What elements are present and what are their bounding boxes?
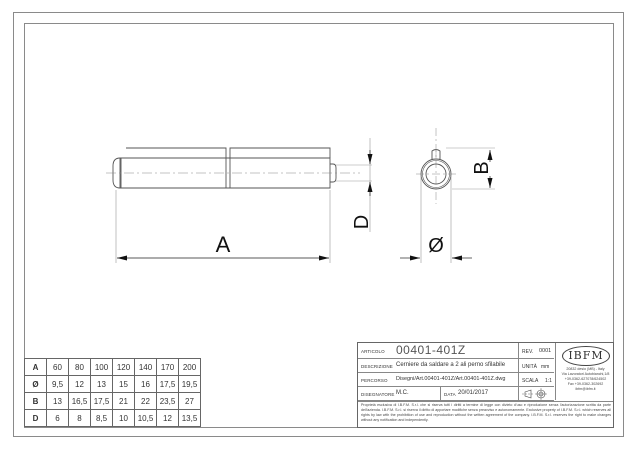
address-line: ibfm@ibfm.it [575,387,596,391]
cell: 13 [90,375,113,393]
dim-label-diameter: Ø [428,235,444,257]
cell: 12 [68,375,91,393]
address-line: Fax +39-0362-302692 [567,382,604,386]
unita-cell: UNITÀ mm [519,359,554,373]
cell: 16,5 [68,392,91,410]
outer-border [13,12,624,437]
unita-label: UNITÀ [522,364,537,370]
cell: 170 [156,358,179,376]
dimension-table: A 60 80 100 120 140 170 200 Ø 9,5 12 13 … [24,358,201,427]
cell: 140 [134,358,157,376]
cell: 100 [90,358,113,376]
cell: 60 [46,358,69,376]
descrizione-row: DESCRIZIONE Cerniere da saldare a 2 ali … [358,359,519,373]
cell: 16 [134,375,157,393]
disegnatore-value: M.C. [396,390,409,396]
descrizione-value: Cerniere da saldare a 2 ali perno sfilab… [396,362,506,368]
cell: 27 [178,392,201,410]
dim-label-b: B [471,161,493,174]
cell: 23,5 [156,392,179,410]
first-angle-projection-icon [522,388,547,400]
articolo-row: ARTICOLO 00401-401Z [358,343,519,359]
row-label: Ø [24,375,47,393]
cell: 17,5 [156,375,179,393]
divider [440,387,441,401]
cell: 8,5 [90,409,113,427]
front-view [106,147,372,189]
company-logo-block: IBFM 20832 desio (MB) - Italy Via Lavora… [555,343,614,400]
scala-cell: SCALA 1:1 [519,373,554,387]
cell: 13 [46,392,69,410]
table-row-a: A 60 80 100 120 140 170 200 [24,358,201,376]
rev-label: REV. [522,349,534,355]
company-logo: IBFM [562,346,610,366]
dimension-a [115,190,331,263]
cell: 13,5 [178,409,201,427]
projection-cell [519,387,554,401]
dim-label-a: A [216,232,231,257]
cell: 10,5 [134,409,157,427]
scala-value: 1:1 [545,378,552,384]
percorso-value: Disegni/Art.00401-401Z/Art.00401-401Z.dw… [396,376,506,382]
cell: 12 [156,409,179,427]
table-row-diameter: Ø 9,5 12 13 15 16 17,5 19,5 [24,375,201,393]
percorso-label: PERCORSO [361,378,388,383]
cell: 17,5 [90,392,113,410]
scala-label: SCALA [522,378,539,384]
row-label: B [24,392,47,410]
cell: 21 [112,392,135,410]
disegnatore-label: DISEGNATORE [361,392,395,397]
cell: 9,5 [46,375,69,393]
cell: 10 [112,409,135,427]
company-address: 20832 desio (MB) - Italy Via Lavoratori … [558,367,613,392]
cell: 80 [68,358,91,376]
address-line: 20832 desio (MB) - Italy [566,367,605,371]
dimension-diameter [400,176,472,263]
cell: 15 [112,375,135,393]
unita-value: mm [541,364,550,370]
title-block: ARTICOLO 00401-401Z DESCRIZIONE Cerniere… [357,342,614,428]
articolo-label: ARTICOLO [361,349,385,354]
data-label: DATA [444,392,456,397]
copyright-notes: Proprietà esclusiva di I.B.F.M. S.r.l. c… [361,403,611,422]
row-label: D [24,409,47,427]
table-row-b: B 13 16,5 17,5 21 22 23,5 27 [24,392,201,410]
address-line: +39-0362-627078/624502 [564,377,607,381]
cell: 19,5 [178,375,201,393]
disegnatore-row: DISEGNATORE M.C. DATA 20/01/2017 [358,387,519,401]
rev-cell: REV. 0001 [519,343,554,359]
cell: 8 [68,409,91,427]
data-value: 20/01/2017 [458,390,489,396]
row-label: A [24,358,47,376]
side-view [416,128,456,204]
articolo-value: 00401-401Z [396,343,466,357]
descrizione-label: DESCRIZIONE [361,364,393,369]
inner-border [24,23,614,428]
rev-value: 0001 [539,348,552,354]
divider [518,343,519,401]
cell: 6 [46,409,69,427]
cell: 22 [134,392,157,410]
table-row-d: D 6 8 8,5 10 10,5 12 13,5 [24,409,201,427]
dim-label-d: D [351,215,373,229]
percorso-row: PERCORSO Disegni/Art.00401-401Z/Art.0040… [358,373,519,387]
cell: 120 [112,358,135,376]
dimension-b [446,147,495,190]
cell: 200 [178,358,201,376]
address-line: Via Lavoratori Autobianchi,1/8 [561,372,610,376]
divider [358,401,613,402]
